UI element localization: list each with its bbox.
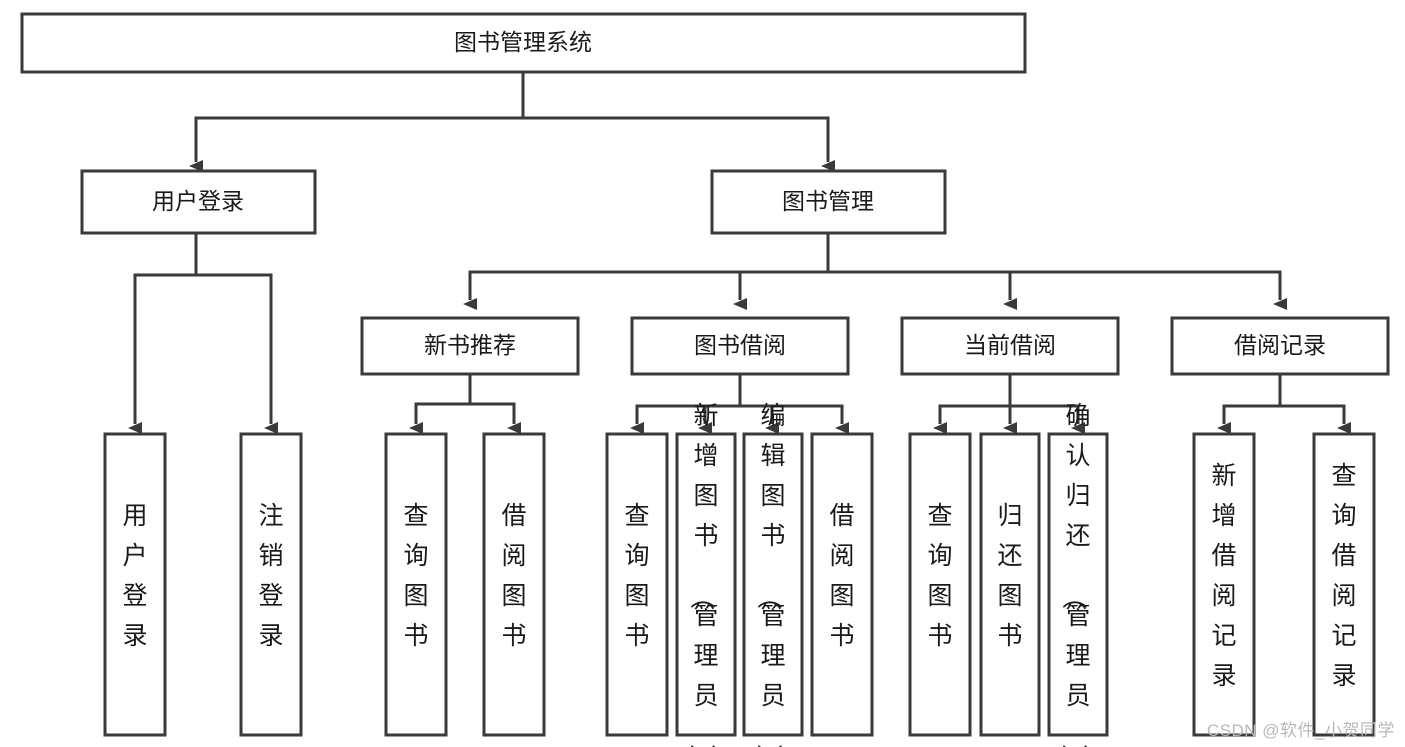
node-leaf-query-book-a-label: 查询图书 [403, 502, 428, 650]
node-leaf-query-book-c-box[interactable] [908, 432, 972, 737]
node-leaf-query-book-a-box[interactable] [384, 432, 448, 737]
connector-group-currentborrow [933, 374, 1085, 434]
edge-currentborrow-to-query [933, 374, 1012, 434]
edge-borrowrecord-to-add [1217, 374, 1282, 434]
connector-group-newbook [409, 374, 521, 434]
node-leaf-borrow-book-a-label: 借阅图书 [501, 502, 526, 650]
connector-group-user-login [128, 234, 278, 434]
node-leaf-add-record[interactable]: 新增借阅记录 [1192, 432, 1256, 737]
node-user-login-box[interactable] [80, 169, 317, 235]
node-leaf-edit-book-admin[interactable]: 编辑图书（管理员） [742, 402, 804, 747]
node-leaf-query-book-a[interactable]: 查询图书 [384, 432, 448, 737]
node-leaf-query-record-box[interactable] [1312, 432, 1376, 737]
connector-group-root [189, 72, 835, 172]
node-leaf-logout[interactable]: 注销登录 [239, 432, 303, 737]
edge-currentborrow-to-confirm [1008, 374, 1085, 434]
node-leaf-user-login-label: 用户登录 [122, 502, 147, 650]
node-leaf-logout-label: 注销登录 [258, 502, 283, 650]
node-leaf-user-login-box[interactable] [103, 432, 167, 737]
node-leaf-confirm-return-admin-label: 确认归还（管理员） [1059, 402, 1090, 747]
node-borrow-record-box[interactable] [1170, 316, 1390, 376]
edge-bookmanage-to-bookborrow [733, 234, 830, 310]
edge-borrowrecord-to-query [1278, 374, 1351, 434]
node-leaf-add-book-admin[interactable]: 新增图书（管理员） [675, 402, 737, 747]
node-book-borrow-box[interactable] [630, 316, 850, 376]
node-leaf-return-book[interactable]: 归还图书 [979, 432, 1041, 737]
node-leaf-borrow-book-b-label: 借阅图书 [829, 502, 854, 650]
node-root[interactable]: 图书管理系统 [20, 12, 1027, 74]
edge-userlogin-to-leaf-login [128, 234, 198, 434]
node-user-login-label: 用户登录 [152, 188, 244, 214]
node-leaf-add-book-admin-label: 新增图书（管理员） [687, 402, 718, 747]
node-leaf-user-login[interactable]: 用户登录 [103, 432, 167, 737]
edge-root-to-user-login [189, 72, 525, 172]
node-leaf-query-book-b-box[interactable] [605, 432, 669, 737]
node-leaf-add-record-box[interactable] [1192, 432, 1256, 737]
node-book-manage-label: 图书管理 [782, 188, 874, 214]
edge-bookborrow-to-query [630, 374, 742, 434]
node-leaf-edit-book-admin-box[interactable] [742, 432, 804, 737]
node-leaf-borrow-book-b[interactable]: 借阅图书 [810, 432, 874, 737]
node-root-box[interactable] [20, 12, 1027, 74]
edge-userlogin-to-leaf-logout [194, 234, 278, 434]
connector-group-borrowrecord [1217, 374, 1351, 434]
node-leaf-query-record-label: 查询借阅记录 [1331, 462, 1356, 690]
node-book-borrow-label: 图书借阅 [694, 332, 786, 358]
node-leaf-query-record[interactable]: 查询借阅记录 [1312, 432, 1376, 737]
node-new-book-rec[interactable]: 新书推荐 [360, 316, 580, 376]
node-book-manage[interactable]: 图书管理 [710, 169, 947, 235]
edge-bookborrow-to-borrow [738, 374, 849, 434]
node-book-manage-box[interactable] [710, 169, 947, 235]
edge-root-to-book-manage [521, 72, 835, 172]
node-new-book-rec-box[interactable] [360, 316, 580, 376]
node-user-login[interactable]: 用户登录 [80, 169, 317, 235]
edge-newbook-to-borrow [468, 374, 521, 434]
node-book-borrow[interactable]: 图书借阅 [630, 316, 850, 376]
node-leaf-return-book-label: 归还图书 [997, 502, 1022, 650]
node-current-borrow-box[interactable] [900, 316, 1120, 376]
connector-group-bookborrow [630, 374, 849, 434]
node-leaf-add-record-label: 新增借阅记录 [1211, 462, 1236, 690]
node-leaf-query-book-c[interactable]: 查询图书 [908, 432, 972, 737]
node-leaf-edit-book-admin-label: 编辑图书（管理员） [754, 402, 785, 747]
node-current-borrow[interactable]: 当前借阅 [900, 316, 1120, 376]
node-leaf-add-book-admin-box[interactable] [675, 432, 737, 737]
node-leaf-query-book-b-label: 查询图书 [624, 502, 649, 650]
node-current-borrow-label: 当前借阅 [964, 332, 1056, 358]
node-leaf-confirm-return-admin[interactable]: 确认归还（管理员） [1047, 402, 1109, 747]
node-leaf-logout-box[interactable] [239, 432, 303, 737]
connector-group-book-manage [463, 234, 1287, 310]
node-new-book-rec-label: 新书推荐 [424, 332, 516, 358]
edge-bookmanage-to-newbook [463, 234, 830, 310]
node-borrow-record[interactable]: 借阅记录 [1170, 316, 1390, 376]
edge-bookmanage-to-currentborrow [826, 234, 1017, 310]
node-leaf-borrow-book-a-box[interactable] [482, 432, 546, 737]
node-leaf-borrow-book-a[interactable]: 借阅图书 [482, 432, 546, 737]
node-leaf-confirm-return-admin-box[interactable] [1047, 432, 1109, 737]
node-leaf-borrow-book-b-box[interactable] [810, 432, 874, 737]
node-leaf-query-book-b[interactable]: 查询图书 [605, 432, 669, 737]
csdn-watermark: CSDN @软件_小贺同学 [1206, 721, 1395, 740]
edge-bookmanage-to-borrowrecord [826, 234, 1287, 310]
edge-newbook-to-query [409, 374, 472, 434]
node-leaf-return-book-box[interactable] [979, 432, 1041, 737]
node-root-label: 图书管理系统 [454, 29, 592, 55]
node-leaf-query-book-c-label: 查询图书 [927, 502, 952, 650]
node-borrow-record-label: 借阅记录 [1234, 332, 1326, 358]
